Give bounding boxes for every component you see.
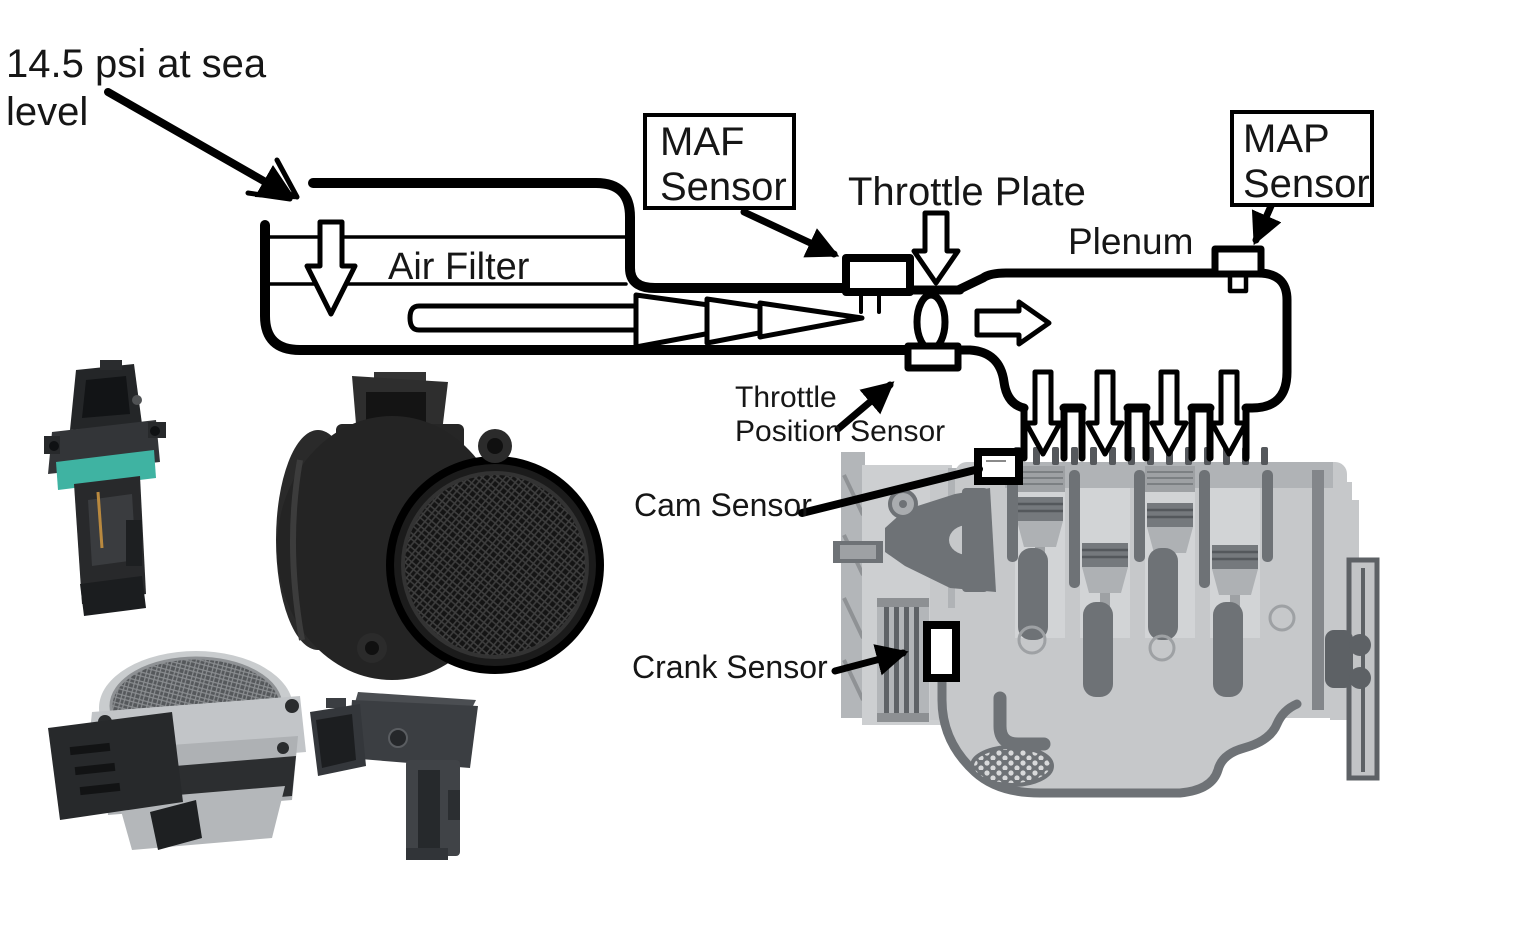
crank-sensor-symbol [923,621,960,682]
throttle-plate-symbol [913,291,949,353]
throttle-plate-down-arrow [911,210,961,286]
pressure-arrow [104,88,296,200]
maf-photo-silver [48,651,306,850]
maf-sensor-symbol [842,254,914,296]
throttle-position-sensor-symbol [904,342,962,372]
cam-sensor-symbol [974,448,1023,485]
airflow-right-arrow-plenum [974,299,1052,347]
cam-pointer-line [798,465,983,517]
plenum-label: Plenum [1068,221,1194,262]
map-sensor-fitting [1211,245,1265,278]
intake-runner-arrows [1023,369,1249,457]
intake-duct-top [308,178,851,293]
crank-sensor-label: Crank Sensor [632,649,828,685]
air-filter-label: Air Filter [388,246,530,288]
intake-diagram-linework [260,178,1292,462]
crank-arrow [831,644,909,676]
silver-maf-connector [48,712,183,820]
maf-photo-large [276,372,604,680]
engine-oil-pan-outline [937,655,1302,798]
airflow-cone-tip [757,300,865,340]
throttle-position-sensor-label: Throttle Position Sensor [735,381,946,448]
throttle-plate-label: Throttle Plate [848,170,1086,214]
maf-photo-probe [310,692,478,860]
maf-arrow [740,208,840,258]
engine-oil-strainer [970,745,1054,787]
maf-sensor-label-box: MAF Sensor [643,113,796,210]
map-arrow [1251,202,1282,246]
tps-arrow [834,381,895,433]
sensor-markers [923,448,1023,682]
maf-photo-plugin [44,360,166,616]
map-sensor-label-box: MAP Sensor [1230,110,1374,207]
cam-sensor-label: Cam Sensor [634,487,812,523]
engine-cutaway-illustration [833,447,1380,798]
pressure-note-label: 14.5 psi at sea level [6,42,267,134]
annotation-arrows [104,88,1282,676]
plenum-chamber-outline [953,268,1292,413]
engine-pistons [1017,497,1258,620]
intake-runner-walls [1020,404,1250,462]
maf-honeycomb-screen [401,471,589,659]
intake-duct-inner [407,303,637,333]
airflow-down-arrow-filter [304,219,358,317]
air-filter-housing [260,220,913,355]
